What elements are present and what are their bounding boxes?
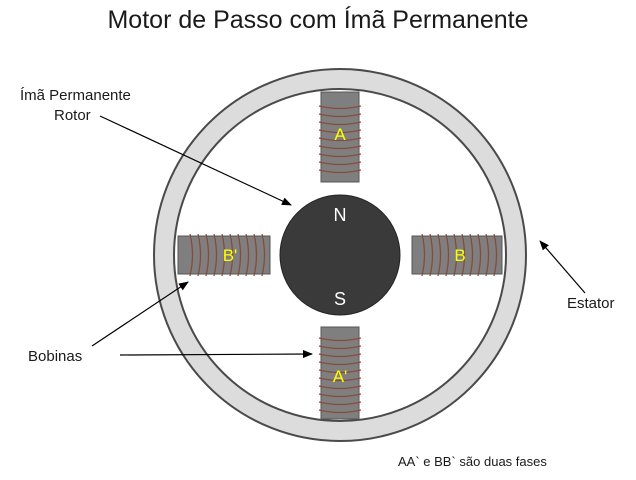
rotor-south-label: S bbox=[334, 289, 346, 309]
rotor-arrow bbox=[99, 115, 292, 206]
stator-arrow bbox=[539, 240, 586, 294]
stator-label: Estator bbox=[567, 295, 615, 312]
rotor-north-label: N bbox=[334, 205, 347, 225]
magnet-label: Ímã Permanente bbox=[20, 87, 131, 104]
coils-arrow-bottom bbox=[119, 350, 313, 359]
pole-label-a-prime: A' bbox=[333, 367, 348, 386]
coils-arrow-left bbox=[91, 281, 189, 347]
coil-a-prime: A' bbox=[318, 326, 362, 420]
rotor-label: Rotor bbox=[54, 107, 91, 124]
coil-b-prime: B' bbox=[177, 233, 271, 277]
coils-label: Bobinas bbox=[28, 348, 82, 365]
pole-label-b-prime: B' bbox=[223, 246, 238, 265]
coil-a: A bbox=[318, 91, 362, 183]
pole-label-a: A bbox=[334, 125, 346, 144]
coil-b: B bbox=[411, 233, 503, 277]
rotor bbox=[279, 194, 401, 316]
phases-footnote: AA` e BB` são duas fases bbox=[398, 454, 547, 469]
pole-label-b: B bbox=[454, 246, 465, 265]
diagram-title: Motor de Passo com Ímã Permanente bbox=[107, 6, 529, 34]
